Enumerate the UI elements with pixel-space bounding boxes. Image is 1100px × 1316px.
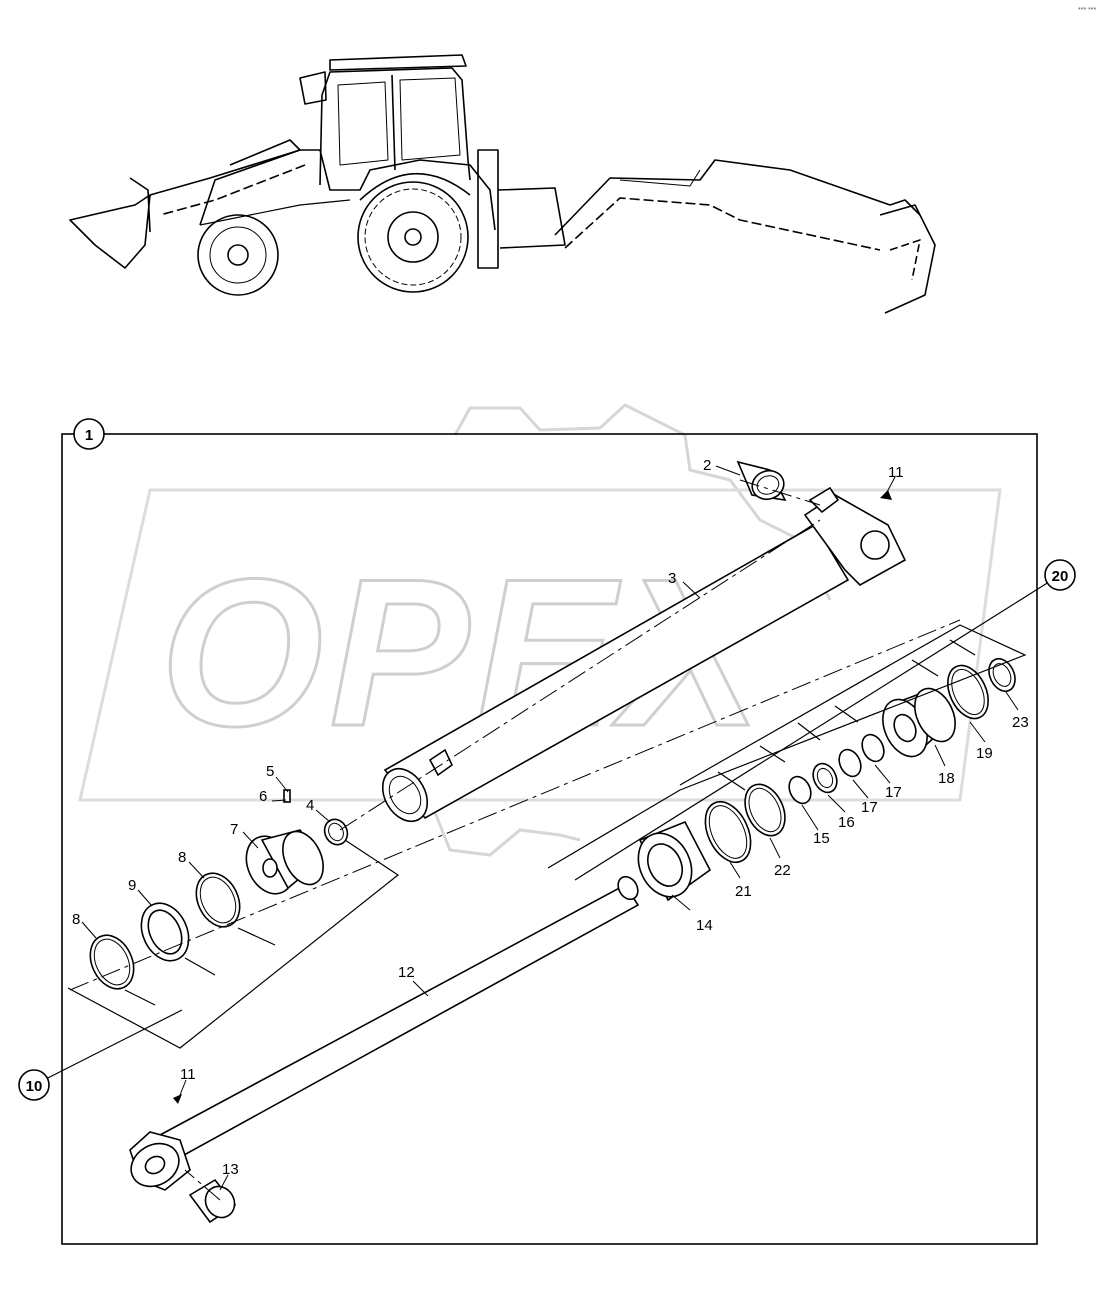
label-15: 15 xyxy=(813,830,830,847)
head-parts xyxy=(637,657,1016,902)
label-4: 4 xyxy=(306,797,314,814)
reference-arrows xyxy=(173,490,892,1104)
callout-20: 20 xyxy=(1044,559,1076,591)
label-8-lower: 8 xyxy=(72,911,80,928)
center-axes xyxy=(69,479,961,1201)
label-22: 22 xyxy=(774,862,791,879)
label-16: 16 xyxy=(838,814,855,831)
label-7: 7 xyxy=(230,821,238,838)
label-8-upper: 8 xyxy=(178,849,186,866)
piston-parts xyxy=(89,789,349,990)
label-21: 21 xyxy=(735,883,752,900)
label-5: 5 xyxy=(266,763,274,780)
label-12: 12 xyxy=(398,964,415,981)
label-17-a: 17 xyxy=(861,799,878,816)
label-14: 14 xyxy=(696,917,713,934)
svg-text:10: 10 xyxy=(26,1078,43,1095)
label-23: 23 xyxy=(1012,714,1029,731)
bushing-13 xyxy=(188,1178,237,1224)
label-13: 13 xyxy=(222,1161,239,1178)
label-17-b: 17 xyxy=(885,784,902,801)
part-labels: 2 3 4 5 6 7 8 8 9 11 11 12 13 14 15 16 1… xyxy=(72,457,1029,1178)
callout-10: 10 xyxy=(18,1069,50,1101)
frame-callout: 1 xyxy=(73,418,105,450)
label-6: 6 xyxy=(259,788,267,805)
kit-brackets xyxy=(33,574,1061,1086)
label-18: 18 xyxy=(938,770,955,787)
label-11-lower: 11 xyxy=(180,1066,196,1083)
leader-lines xyxy=(81,465,1019,1191)
svg-text:1: 1 xyxy=(85,427,93,444)
corner-code: *** *** xyxy=(1078,7,1097,14)
piston-rod xyxy=(129,875,640,1191)
label-19: 19 xyxy=(976,745,993,762)
assembly-frame xyxy=(61,433,1038,1245)
label-2: 2 xyxy=(703,457,711,474)
opex-watermark: OPEX xyxy=(78,403,1002,857)
svg-text:20: 20 xyxy=(1052,568,1069,585)
cylinder-barrel xyxy=(381,486,907,823)
label-3: 3 xyxy=(668,570,676,587)
label-11-upper: 11 xyxy=(888,464,904,481)
backhoe-loader-illustration xyxy=(69,54,936,314)
label-9: 9 xyxy=(128,877,136,894)
bushing-2 xyxy=(736,460,787,502)
